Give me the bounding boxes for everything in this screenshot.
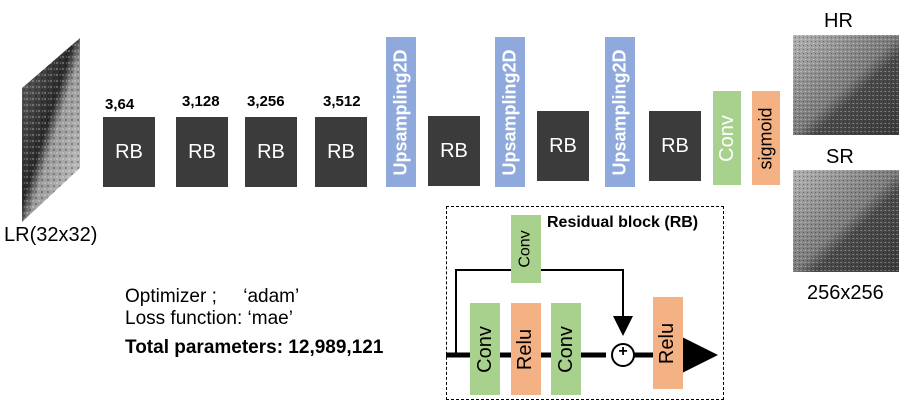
upsampling-label-2: Upsampling2D xyxy=(499,48,520,176)
skip-conv-block: Conv xyxy=(511,215,541,283)
channel-label-4: 3,512 xyxy=(323,93,361,110)
rb-relu-block-1: Relu xyxy=(511,303,541,395)
sr-label: SR xyxy=(826,146,854,168)
rb-conv-label-1: Conv xyxy=(473,325,496,373)
residual-block-title: Residual block (RB) xyxy=(547,214,699,231)
add-operator: + xyxy=(618,343,628,360)
upsampling-label-1: Upsampling2D xyxy=(390,48,411,176)
hr-label: HR xyxy=(824,10,853,32)
upsampling-block-3: Upsampling2D xyxy=(605,37,635,187)
residual-block-panel xyxy=(446,206,724,400)
rb-block-2: RB xyxy=(176,117,228,187)
sigmoid-label: sigmoid xyxy=(755,106,776,170)
rb-block-1: RB xyxy=(103,117,155,187)
channel-label-2: 3,128 xyxy=(182,93,220,110)
rb-block-6: RB xyxy=(537,111,589,181)
lr-input-label: LR(32x32) xyxy=(4,224,98,246)
output-size-label: 256x256 xyxy=(807,282,884,304)
rb-conv-block-1: Conv xyxy=(470,303,500,395)
rb-block-5: RB xyxy=(428,116,480,186)
channel-label-1: 3,64 xyxy=(105,96,135,113)
sr-output-image xyxy=(793,170,899,272)
rb-block-4: RB xyxy=(315,117,367,187)
rb-relu-label-2: Relu xyxy=(656,322,679,364)
upsampling-block-2: Upsampling2D xyxy=(495,37,525,187)
lr-input-image xyxy=(22,38,80,222)
upsampling-block-1: Upsampling2D xyxy=(386,37,416,187)
channel-label-3: 3,256 xyxy=(247,93,285,110)
conv-block: Conv xyxy=(713,91,741,185)
upsampling-label-3: Upsampling2D xyxy=(609,48,630,176)
skip-conv-label: Conv xyxy=(517,230,535,268)
conv-label: Conv xyxy=(715,114,738,162)
rb-block-7: RB xyxy=(649,111,701,181)
optimizer-text: Optimizer ; ‘adam’ xyxy=(125,286,300,307)
total-parameters-text: Total parameters: 12,989,121 xyxy=(125,337,384,358)
rb-relu-label-1: Relu xyxy=(514,328,537,370)
rb-relu-block-2: Relu xyxy=(653,297,683,389)
hr-output-image xyxy=(793,35,899,135)
rb-conv-block-2: Conv xyxy=(551,303,581,395)
rb-conv-label-2: Conv xyxy=(554,325,577,373)
loss-function-text: Loss function: ‘mae’ xyxy=(125,308,293,329)
rb-block-3: RB xyxy=(245,117,297,187)
sigmoid-block: sigmoid xyxy=(752,91,780,185)
